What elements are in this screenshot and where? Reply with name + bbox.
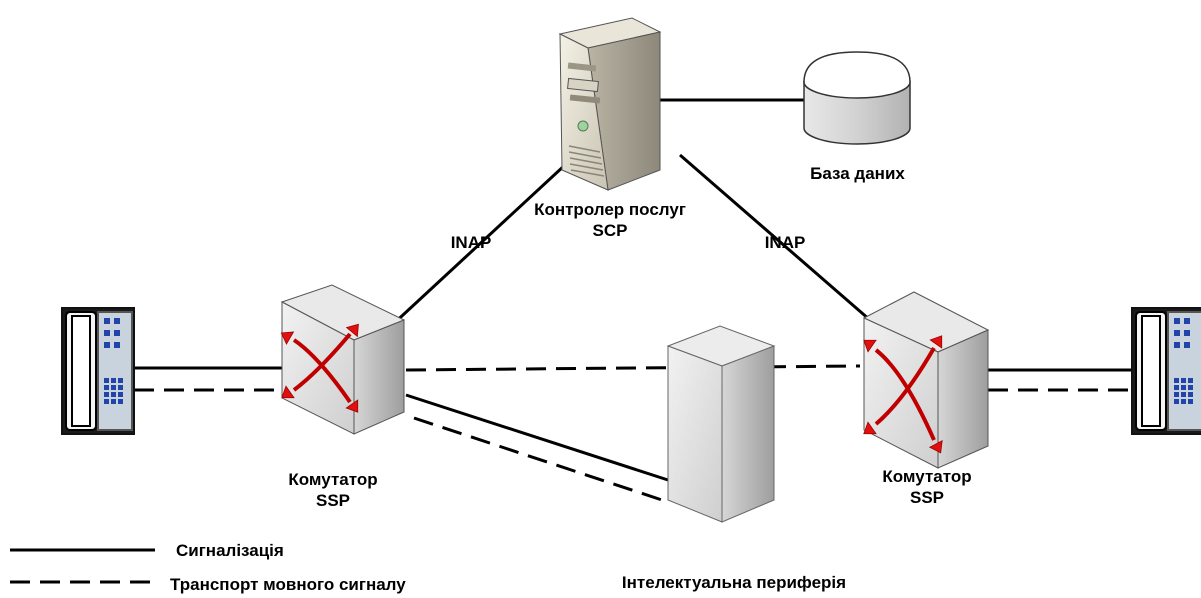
voice-transport-lines [134,364,1132,504]
ssp-left-label-line1: Комутатор [288,470,378,489]
inap-right-label: INAP [764,233,806,252]
ssp-left-periphery-signal [405,393,669,482]
inap-left-label: INAP [450,233,492,252]
scp-ssp-right-link [679,153,871,322]
ssp-right-label-line2: SSP [909,488,945,507]
telephone-left-icon [61,307,135,435]
scp-server-icon [558,17,662,191]
intelligent-periphery-icon [666,325,776,523]
ssp-right-label: Комутатор SSP [862,466,992,508]
scp-label-line1: Контролер послуг [534,200,686,219]
database-icon [803,51,911,145]
telephone-right-icon [1131,307,1201,435]
scp-label: Контролер послуг SCP [520,199,700,241]
ssp-left-switch-icon [277,284,406,435]
scp-ssp-left-link [388,163,567,329]
ssp-right-label-line1: Комутатор [882,467,972,486]
ssp-right-switch-icon [859,291,990,469]
database-label: База даних [810,164,905,183]
ssp-to-ssp-voice [405,364,861,372]
signaling-lines [134,98,1132,482]
ssp-left-periphery-voice [413,416,669,504]
ssp-left-label: Комутатор SSP [268,469,398,511]
intelligent-periphery-label: Інтелектуальна периферія [621,573,847,592]
legend-voice-label: Транспорт мовного сигналу [170,575,406,594]
ssp-left-label-line2: SSP [315,491,351,510]
legend-signaling-label: Сигналізація [176,541,284,560]
scp-label-line2: SCP [592,221,628,240]
